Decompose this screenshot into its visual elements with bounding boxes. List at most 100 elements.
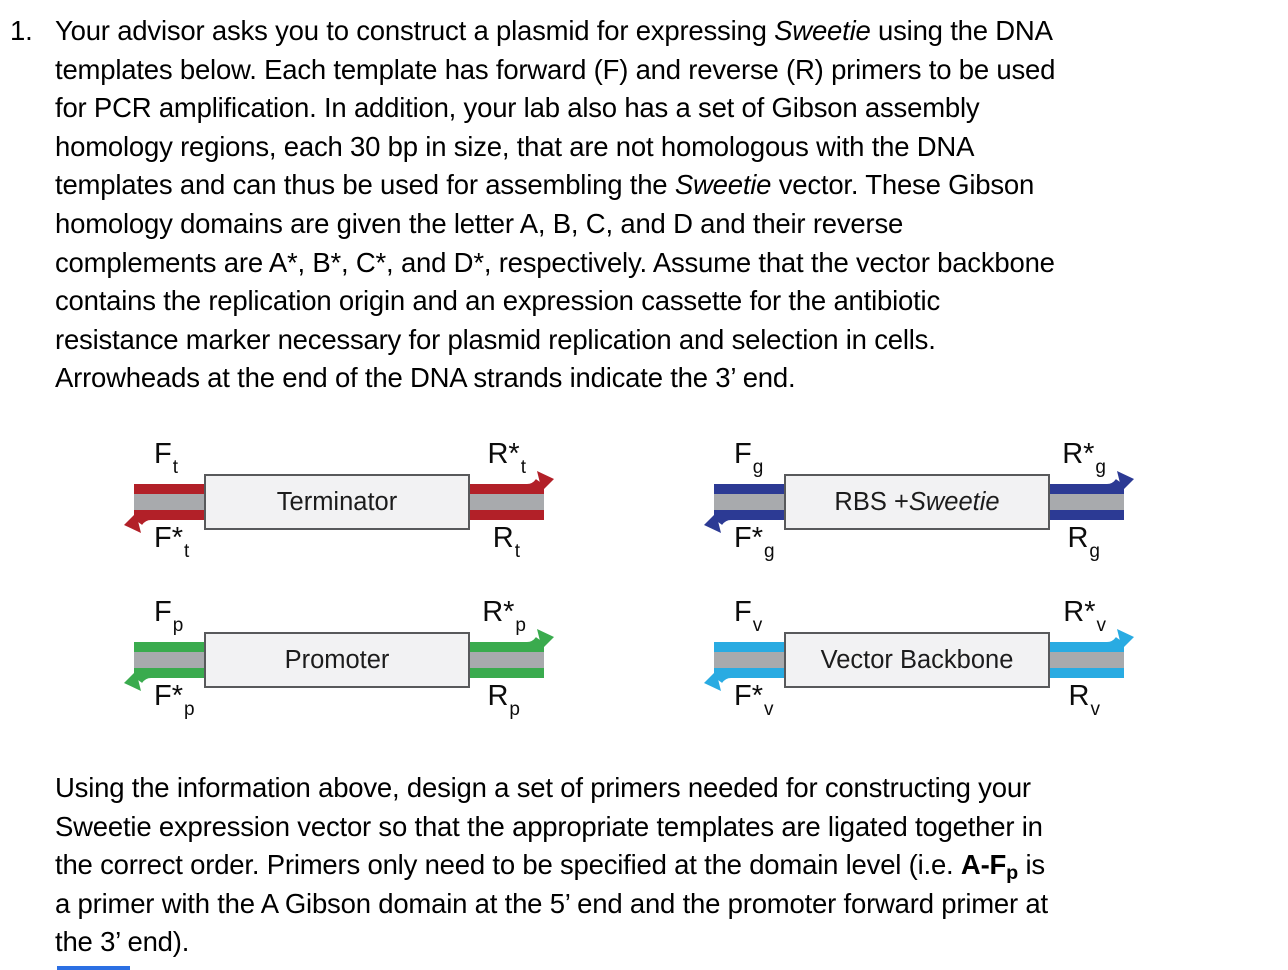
text-line: templates and can thus be used for assem…	[55, 166, 1268, 205]
text-segment: for PCR amplification. In addition, your…	[55, 92, 980, 124]
primer-subscript: g	[1089, 541, 1100, 562]
primer-subscript: p	[184, 699, 195, 720]
intro-paragraph: Your advisor asks you to construct a pla…	[55, 12, 1268, 398]
primer-subscript: t	[514, 541, 520, 562]
text-segment: Using the information above, design a se…	[55, 772, 1031, 803]
text-line: homology domains are given the letter A,…	[55, 205, 1268, 244]
text-segment: Sweetie	[908, 487, 1000, 516]
arrowhead-3prime-bottom-icon	[124, 668, 151, 691]
primer-subscript: v	[764, 699, 774, 720]
text-segment: using the DNA	[870, 15, 1053, 46]
text-segment: Promoter	[284, 645, 390, 674]
primer-label-fg-star: F*g	[734, 522, 775, 562]
primer-letter: R*	[487, 438, 520, 470]
primer-subscript: t	[172, 457, 178, 478]
primer-letter: F*	[734, 680, 763, 712]
gene-box-label: Vector Backbone	[784, 632, 1050, 688]
primer-letter: F	[734, 596, 752, 628]
primer-label-rv: Rv	[1069, 680, 1100, 720]
primer-label-ft: Ft	[154, 438, 178, 478]
primer-subscript: p	[172, 615, 184, 636]
text-segment: a primer with the A Gibson domain at the…	[55, 887, 1048, 919]
primer-subscript: t	[184, 541, 190, 562]
text-segment: RBS +	[834, 487, 909, 516]
text-segment: p	[1006, 861, 1019, 884]
primer-subscript: v	[1096, 615, 1107, 636]
gene-box-label: RBS + Sweetie	[784, 474, 1050, 530]
primer-letter: R*	[1062, 438, 1095, 470]
primer-letter: F*	[154, 522, 183, 554]
text-line: homology regions, each 30 bp in size, th…	[55, 128, 1268, 167]
arrowhead-3prime-bottom-icon	[704, 510, 731, 533]
text-segment: homology domains are given the letter A,…	[55, 207, 904, 239]
primer-label-rt-star: R*t	[487, 438, 526, 478]
arrowhead-3prime-top-icon	[1107, 471, 1134, 494]
primer-label-rg: Rg	[1067, 522, 1100, 562]
dna-strands: Promoter	[124, 629, 554, 691]
dna-template-vector-backbone: Fv R*v F*v Rv Vector Backbone	[704, 594, 1134, 726]
primer-label-rp-star: R*p	[482, 596, 526, 636]
primer-subscript: g	[1095, 457, 1106, 478]
dna-template-promoter: Fp R*p F*p Rp Promoter	[124, 594, 554, 726]
text-segment: Vector Backbone	[820, 645, 1014, 674]
text-line: contains the replication origin and an e…	[55, 282, 1268, 321]
dna-strands: Vector Backbone	[704, 629, 1134, 691]
text-segment: Sweetie expression vector so that the ap…	[55, 810, 1043, 842]
primer-letter: F	[154, 596, 172, 628]
text-line: complements are A*, B*, C*, and D*, resp…	[55, 244, 1268, 283]
primer-subscript: v	[752, 615, 763, 636]
closing-paragraph: Using the information above, design a se…	[55, 769, 1268, 962]
primer-subscript: g	[764, 541, 775, 562]
dna-template-rbs-sweetie: Fg R*g F*g Rg RBS + Sweetie	[704, 436, 1134, 568]
text-segment: vector. These Gibson	[771, 169, 1035, 201]
primer-label-fv-star: F*v	[734, 680, 774, 720]
text-line: the correct order. Primers only need to …	[55, 846, 1268, 885]
arrowhead-3prime-top-icon	[1107, 629, 1134, 652]
primer-letter: F*	[154, 680, 183, 712]
text-line: Arrowheads at the end of the DNA strands…	[55, 359, 1268, 398]
text-segment: Sweetie	[674, 169, 772, 201]
text-line: resistance marker necessary for plasmid …	[55, 321, 1268, 360]
primer-letter: F	[154, 438, 172, 470]
text-line: templates below. Each template has forwa…	[55, 51, 1268, 90]
text-segment: the 3’ end).	[55, 926, 190, 958]
text-segment: Your advisor asks you to construct a pla…	[55, 15, 775, 46]
text-line: for PCR amplification. In addition, your…	[55, 89, 1268, 128]
text-segment: A-F	[960, 849, 1007, 881]
dna-strands: Terminator	[124, 471, 554, 533]
primer-label-fp: Fp	[154, 596, 183, 636]
text-segment: complements are A*, B*, C*, and D*, resp…	[55, 246, 1055, 278]
primer-label-rv-star: R*v	[1063, 596, 1106, 636]
arrowhead-3prime-bottom-icon	[124, 510, 151, 533]
primer-letter: R	[1067, 522, 1089, 554]
primer-letter: R	[492, 522, 514, 554]
primer-letter: R*	[482, 596, 515, 628]
text-line: a primer with the A Gibson domain at the…	[55, 885, 1268, 924]
primer-subscript: p	[509, 699, 520, 720]
dna-strands: RBS + Sweetie	[704, 471, 1134, 533]
primer-subscript: g	[752, 457, 764, 478]
primer-letter: R*	[1063, 596, 1096, 628]
text-segment: homology regions, each 30 bp in size, th…	[55, 130, 975, 162]
gene-box-label: Promoter	[204, 632, 470, 688]
primer-label-fp-star: F*p	[154, 680, 195, 720]
primer-subscript: t	[520, 457, 526, 478]
primer-label-rg-star: R*g	[1062, 438, 1106, 478]
primer-letter: F*	[734, 522, 763, 554]
text-segment: Terminator	[276, 487, 398, 516]
list-item-number: 1.	[10, 15, 33, 46]
arrowhead-3prime-top-icon	[527, 629, 554, 652]
primer-subscript: v	[1090, 699, 1101, 720]
primer-label-fv: Fv	[734, 596, 762, 636]
text-segment: templates and can thus be used for assem…	[55, 169, 675, 201]
arrowhead-3prime-top-icon	[527, 471, 554, 494]
gene-box-label: Terminator	[204, 474, 470, 530]
text-segment: is	[1018, 849, 1045, 881]
primer-label-ft-star: F*t	[154, 522, 189, 562]
cut-off-blue-element	[57, 966, 130, 970]
text-line: Sweetie expression vector so that the ap…	[55, 808, 1268, 847]
text-line: the 3’ end).	[55, 923, 1268, 962]
primer-label-fg: Fg	[734, 438, 763, 478]
text-segment: Sweetie	[774, 15, 871, 46]
text-segment: the correct order. Primers only need to …	[55, 849, 961, 881]
